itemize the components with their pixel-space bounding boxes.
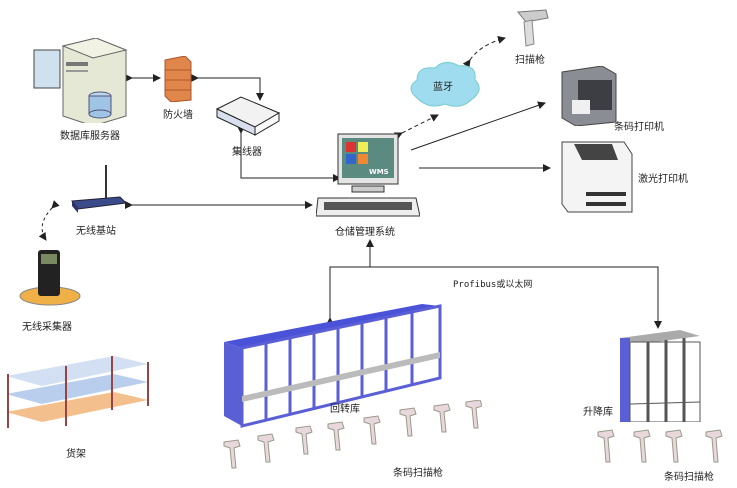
wms-computer: WMS xyxy=(315,132,421,224)
barcode-scanner-icon xyxy=(517,9,549,47)
scanner-group-mid xyxy=(222,399,483,470)
link-bluetooth-scanner xyxy=(462,36,506,69)
firewall-label: 防火墙 xyxy=(163,110,193,121)
shelf-label: 货架 xyxy=(66,449,86,460)
cloud-icon xyxy=(410,62,480,107)
network-label: Profibus或以太网 xyxy=(453,280,533,290)
scanners-right-label: 条码扫描枪 xyxy=(664,472,714,483)
carousel-storage xyxy=(222,300,444,432)
wireless-terminal xyxy=(16,248,82,312)
wireless-terminal-label: 无线采集器 xyxy=(22,322,72,333)
barcode-printer xyxy=(558,65,618,130)
bluetooth-label: 蓝牙 xyxy=(433,82,453,93)
barcode-printer-label: 条码打印机 xyxy=(614,122,664,133)
server-icon xyxy=(33,37,128,127)
wireless-access-point xyxy=(70,163,130,219)
lift-storage-icon xyxy=(620,330,701,423)
hub-icon xyxy=(215,96,281,136)
barcode-scanner-icons xyxy=(597,429,723,463)
barcode-printer-icon xyxy=(561,65,617,127)
link-terminal-ap xyxy=(38,200,60,241)
firewall-icon xyxy=(164,55,192,103)
lift-storage-label: 升降库 xyxy=(583,407,613,418)
link-wms-bluetooth xyxy=(393,114,439,140)
link-bus xyxy=(326,266,662,329)
router-icon xyxy=(71,165,128,213)
laser-printer-icon xyxy=(561,141,633,213)
database-server xyxy=(30,37,130,127)
handheld-terminal-icon xyxy=(19,250,81,306)
hub-label: 集线器 xyxy=(232,147,262,158)
firewall xyxy=(163,55,193,106)
hub xyxy=(215,95,281,141)
scanner-gun-label: 扫描枪 xyxy=(515,55,545,66)
scanners-mid-label: 条码扫描枪 xyxy=(393,468,443,479)
lift-storage xyxy=(620,330,704,426)
wms-screen-text: WMS xyxy=(369,168,389,176)
barcode-scanner-icons xyxy=(223,399,483,469)
shelf xyxy=(4,350,150,436)
scanner-gun xyxy=(512,8,552,52)
database-server-label: 数据库服务器 xyxy=(60,131,120,142)
computer-icon xyxy=(315,133,421,217)
laser-printer-label: 激光打印机 xyxy=(638,174,688,185)
shelf-icon xyxy=(6,356,149,428)
wms-label: 仓储管理系统 xyxy=(335,227,395,238)
wireless-access-point-label: 无线基站 xyxy=(76,226,116,237)
bluetooth-cloud: 蓝牙 xyxy=(405,58,483,116)
link-wms-barcode-printer xyxy=(410,101,546,151)
carousel-storage-label: 回转库 xyxy=(330,404,360,415)
link-hub-wms xyxy=(237,126,341,182)
carousel-storage-icon xyxy=(224,304,442,428)
link-firewall-hub xyxy=(191,74,264,101)
laser-printer xyxy=(558,140,634,218)
scanner-group-right xyxy=(596,428,736,468)
